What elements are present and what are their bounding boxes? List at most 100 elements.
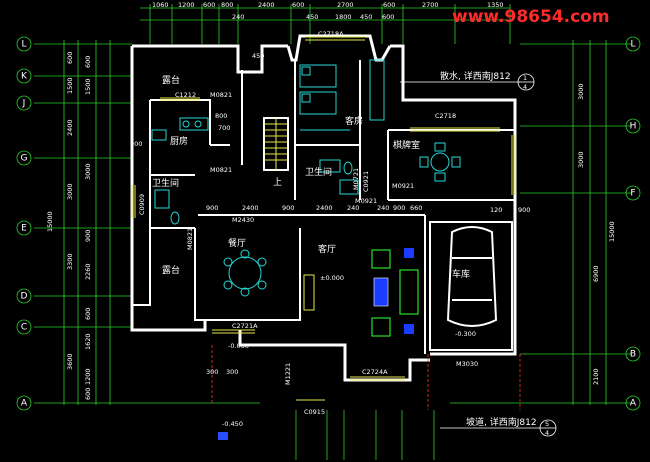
svg-text:600: 600 [66, 52, 74, 64]
svg-text:6900: 6900 [592, 265, 600, 282]
axis-label-L-right: L [630, 40, 635, 50]
svg-text:C2724A: C2724A [362, 368, 388, 376]
svg-text:1500: 1500 [66, 77, 74, 94]
left-dimensions: 15000 3600 3300 3000 2400 1500 600 600 1… [46, 52, 92, 400]
room-guest: 客房 [345, 115, 363, 127]
living-sofas [303, 248, 419, 337]
svg-text:700: 700 [218, 124, 230, 132]
svg-text:2700: 2700 [422, 1, 439, 9]
svg-text:1200: 1200 [178, 1, 195, 9]
svg-text:2700: 2700 [337, 1, 354, 9]
axis-grid-lines [34, 4, 632, 460]
svg-text:M0921: M0921 [355, 197, 377, 205]
room-balcony-top: 露台 [162, 74, 180, 86]
room-dining: 餐厅 [228, 237, 246, 249]
dining-set [223, 249, 267, 297]
svg-text:3000: 3000 [66, 183, 74, 200]
svg-text:3600: 3600 [66, 353, 74, 370]
svg-text:C1212: C1212 [175, 91, 196, 99]
ramp-note: 坡道, 详西南J812 [466, 416, 537, 428]
svg-text:4: 4 [545, 429, 549, 437]
svg-text:M3030: M3030 [456, 360, 478, 368]
svg-text:800: 800 [221, 1, 233, 9]
svg-text:660: 660 [410, 204, 422, 212]
axis-label-G: G [21, 154, 28, 164]
axis-label-B-right: B [630, 350, 636, 360]
garage-car [429, 221, 513, 351]
window-marks [131, 36, 516, 401]
svg-text:M2430: M2430 [232, 216, 254, 224]
svg-text:M0721: M0721 [352, 168, 360, 190]
svg-text:900: 900 [518, 206, 530, 214]
svg-text:240: 240 [377, 204, 389, 212]
svg-text:600: 600 [383, 1, 395, 9]
bath-fixtures [154, 159, 359, 225]
svg-text:800: 800 [215, 112, 227, 120]
svg-text:1500: 1500 [84, 78, 92, 95]
svg-text:600: 600 [203, 1, 215, 9]
axis-label-F-right: F [630, 189, 635, 199]
interior-dimensions: 900 2400 900 2400 240 240 900 660 120 90… [130, 52, 530, 376]
svg-text:600: 600 [84, 388, 92, 400]
svg-text:3000: 3000 [577, 83, 585, 100]
level-main: ±0.000 [320, 274, 344, 282]
svg-text:450: 450 [360, 13, 372, 21]
svg-text:1350: 1350 [487, 1, 504, 9]
axis-label-L: L [21, 40, 26, 50]
axis-bubbles-left: L K J G E D C A [16, 36, 32, 411]
svg-text:900: 900 [282, 204, 294, 212]
watermark: www.98654.com [452, 7, 610, 27]
level-garage: -0.300 [455, 330, 476, 338]
axis-label-K: K [21, 72, 28, 82]
axis-bubbles-right: L H F B A [625, 36, 641, 411]
axis-label-C: C [21, 323, 27, 333]
svg-text:900: 900 [206, 204, 218, 212]
svg-text:3300: 3300 [66, 253, 74, 270]
svg-text:2260: 2260 [84, 263, 92, 280]
svg-text:3000: 3000 [84, 163, 92, 180]
svg-text:600: 600 [382, 13, 394, 21]
red-guide-lines [211, 345, 521, 410]
svg-text:M0821: M0821 [186, 228, 194, 250]
drainage-note: 散水, 详西南J812 [440, 70, 511, 82]
guest-room-beds [299, 59, 385, 131]
axis-label-A: A [21, 399, 28, 409]
svg-text:C2721A: C2721A [232, 322, 258, 330]
svg-text:120: 120 [490, 206, 502, 214]
axis-label-A-right: A [630, 399, 637, 409]
axis-label-H-right: H [630, 122, 637, 132]
svg-text:3000: 3000 [577, 151, 585, 168]
svg-text:C0915: C0915 [304, 408, 325, 416]
svg-text:2100: 2100 [592, 368, 600, 385]
svg-text:1200: 1200 [84, 368, 92, 385]
svg-text:M0821: M0821 [210, 166, 232, 174]
svg-text:5: 5 [545, 420, 549, 428]
room-labels: 露台 厨房 卫生间 露台 餐厅 客厅 客房 卫生间 棋牌室 车库 上 [152, 74, 470, 280]
svg-text:900: 900 [130, 140, 142, 148]
level-entry: -0.060 [228, 342, 249, 350]
room-kitchen: 厨房 [170, 135, 188, 147]
stair-up-label: 上 [273, 177, 282, 188]
right-dimensions: 3000 3000 6900 2100 15000 [577, 83, 616, 385]
svg-text:2400: 2400 [66, 119, 74, 136]
svg-text:15000: 15000 [46, 211, 54, 232]
svg-text:300: 300 [226, 368, 238, 376]
svg-text:450: 450 [306, 13, 318, 21]
opening-codes: C1212 M0821 M0821 C0909 M0821 M2430 M092… [138, 30, 478, 416]
room-balcony-left: 露台 [162, 264, 180, 276]
level-outside: -0.450 [222, 420, 243, 428]
svg-text:600: 600 [84, 56, 92, 68]
axis-label-J: J [22, 99, 26, 109]
room-garage: 车库 [452, 268, 470, 280]
svg-text:600: 600 [84, 308, 92, 320]
svg-text:15000: 15000 [608, 221, 616, 242]
svg-text:1060: 1060 [152, 1, 169, 9]
svg-text:M0821: M0821 [210, 91, 232, 99]
svg-text:240: 240 [347, 204, 359, 212]
svg-text:600: 600 [292, 1, 304, 9]
svg-text:C2718: C2718 [435, 112, 456, 120]
kitchen-fixtures [151, 117, 209, 141]
room-living: 客厅 [318, 243, 336, 255]
svg-text:M1221: M1221 [284, 363, 292, 385]
